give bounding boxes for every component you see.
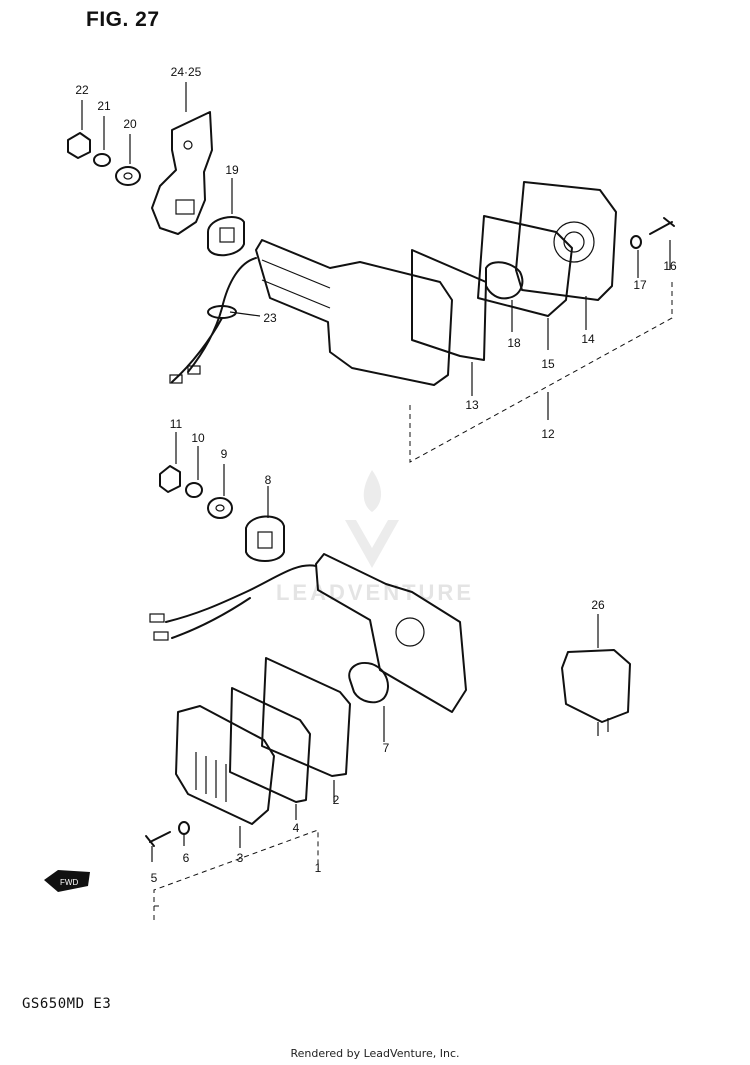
callout-13: 13 — [465, 398, 479, 412]
callout-5: 5 — [151, 871, 158, 885]
gasket-part-4 — [229, 687, 311, 803]
gasket-part-13 — [411, 249, 487, 361]
flasher-relay-part-26 — [561, 649, 631, 723]
lock-washer-part-21 — [93, 153, 111, 167]
callout-16: 16 — [663, 259, 677, 273]
grommet-part-19 — [207, 216, 245, 257]
callout-11: 11 — [170, 417, 183, 431]
callout-26: 26 — [591, 598, 605, 612]
nut-part-11 — [159, 465, 181, 493]
front-direction-arrow-icon: FWD — [44, 870, 90, 892]
callout-2: 2 — [333, 793, 340, 807]
callout-labels: 24·25 22 21 20 19 23 16 17 14 18 15 13 1… — [75, 65, 677, 885]
washer-part-6 — [178, 821, 190, 835]
lens-part-14 — [515, 181, 617, 301]
callout-1: 1 — [315, 861, 322, 875]
lens-part-3 — [175, 705, 275, 825]
washer-part-17 — [630, 235, 642, 249]
bracket-part-24-25 — [151, 111, 213, 235]
leader-lines — [81, 82, 671, 862]
assembly-brace-12 — [409, 282, 673, 463]
callout-4: 4 — [293, 821, 300, 835]
nut-part-22 — [67, 132, 91, 159]
callout-14: 14 — [581, 332, 595, 346]
callout-15: 15 — [541, 357, 555, 371]
lower-wire-harness — [165, 564, 317, 639]
wire-clamp-part-23 — [207, 305, 237, 319]
callout-20: 20 — [123, 117, 137, 131]
model-code: GS650MD E3 — [22, 996, 112, 1012]
callout-24-25: 24·25 — [171, 65, 202, 79]
leadventure-watermark: LEADVENTURE — [276, 470, 474, 605]
callout-9: 9 — [221, 447, 228, 461]
callout-3: 3 — [237, 851, 244, 865]
washer-part-9 — [207, 497, 233, 519]
bulb-part-18 — [485, 261, 524, 300]
callout-18: 18 — [507, 336, 521, 350]
callout-22: 22 — [75, 83, 89, 97]
callout-19: 19 — [225, 163, 239, 177]
figure-title: FIG. 27 — [86, 8, 160, 31]
render-credit: Rendered by LeadVenture, Inc. — [290, 1047, 460, 1060]
washer-part-20 — [115, 166, 141, 186]
bulb-part-7 — [348, 662, 389, 704]
callout-12: 12 — [541, 427, 555, 441]
lower-lamp-body — [315, 553, 467, 713]
screw-part-5 — [145, 831, 171, 847]
gasket-part-2 — [261, 657, 351, 777]
callout-8: 8 — [265, 473, 272, 487]
assembly-brace-1 — [153, 829, 319, 920]
callout-7: 7 — [383, 741, 390, 755]
svg-text:FWD: FWD — [60, 878, 78, 887]
callout-6: 6 — [183, 851, 190, 865]
upper-wire-harness — [171, 257, 257, 383]
watermark-text: LEADVENTURE — [276, 580, 474, 605]
callout-23: 23 — [263, 311, 277, 325]
screw-part-16 — [649, 217, 675, 235]
lock-washer-part-10 — [185, 482, 203, 498]
upper-lamp-body — [255, 239, 453, 386]
grommet-part-8 — [245, 515, 285, 562]
callout-10: 10 — [191, 431, 205, 445]
callout-17: 17 — [633, 278, 647, 292]
callout-21: 21 — [97, 99, 111, 113]
